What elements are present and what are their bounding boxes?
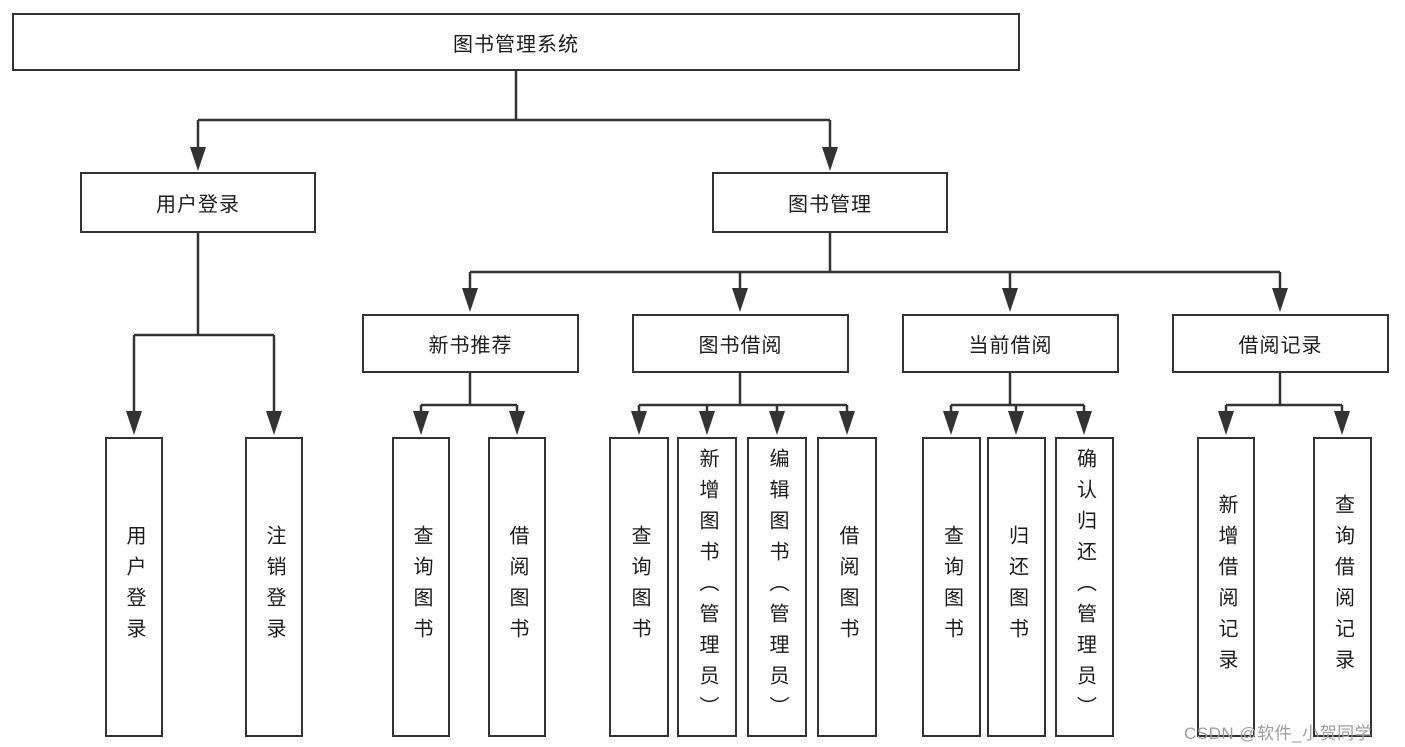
leaf-query-books-borrow: 查询图书 <box>609 437 669 737</box>
leaf-query-books-current: 查询图书 <box>922 437 981 737</box>
leaf-borrow-books-borrow: 借阅图书 <box>817 437 877 737</box>
leaf-label: 新增借阅记录 <box>1215 494 1237 680</box>
leaf-label: 注销登录 <box>263 525 285 649</box>
node-library-management-system: 图书管理系统 <box>12 13 1020 71</box>
leaf-label: 查询图书 <box>628 525 650 649</box>
leaf-confirm-return-admin: 确认归还（管理员） <box>1055 437 1114 737</box>
leaf-add-book-admin: 新增图书（管理员） <box>677 437 737 737</box>
leaf-return-book: 归还图书 <box>987 437 1046 737</box>
node-new-book-recommend: 新书推荐 <box>362 314 579 373</box>
node-user-login: 用户登录 <box>80 172 316 233</box>
leaf-query-borrow-record: 查询借阅记录 <box>1313 437 1372 737</box>
leaf-label: 归还图书 <box>1005 525 1028 649</box>
leaf-add-borrow-record: 新增借阅记录 <box>1197 437 1255 737</box>
leaf-edit-book-admin: 编辑图书（管理员） <box>747 437 807 737</box>
node-borrow-records: 借阅记录 <box>1172 314 1389 373</box>
leaf-label: 确认归还（管理员） <box>1073 447 1096 727</box>
leaf-user-login: 用户登录 <box>105 437 163 737</box>
tree-edges <box>132 71 1344 413</box>
leaf-label: 编辑图书（管理员） <box>766 447 788 727</box>
leaf-label: 借阅图书 <box>836 525 858 649</box>
leaf-logout: 注销登录 <box>245 437 303 737</box>
node-current-borrow: 当前借阅 <box>902 314 1119 373</box>
leaf-label: 借阅图书 <box>506 525 528 649</box>
leaf-label: 查询图书 <box>940 525 963 649</box>
leaf-label: 查询借阅记录 <box>1331 494 1354 680</box>
leaf-label: 新增图书（管理员） <box>696 447 718 727</box>
node-book-management: 图书管理 <box>712 172 948 233</box>
arrowhead-icon <box>126 147 1350 435</box>
leaf-label: 用户登录 <box>123 525 145 649</box>
watermark: CSDN @软件_小贺同学 <box>1184 724 1373 743</box>
node-book-borrow: 图书借阅 <box>632 314 849 373</box>
leaf-borrow-books-recommend: 借阅图书 <box>488 437 546 737</box>
leaf-label: 查询图书 <box>410 525 432 649</box>
leaf-query-books-recommend: 查询图书 <box>392 437 450 737</box>
